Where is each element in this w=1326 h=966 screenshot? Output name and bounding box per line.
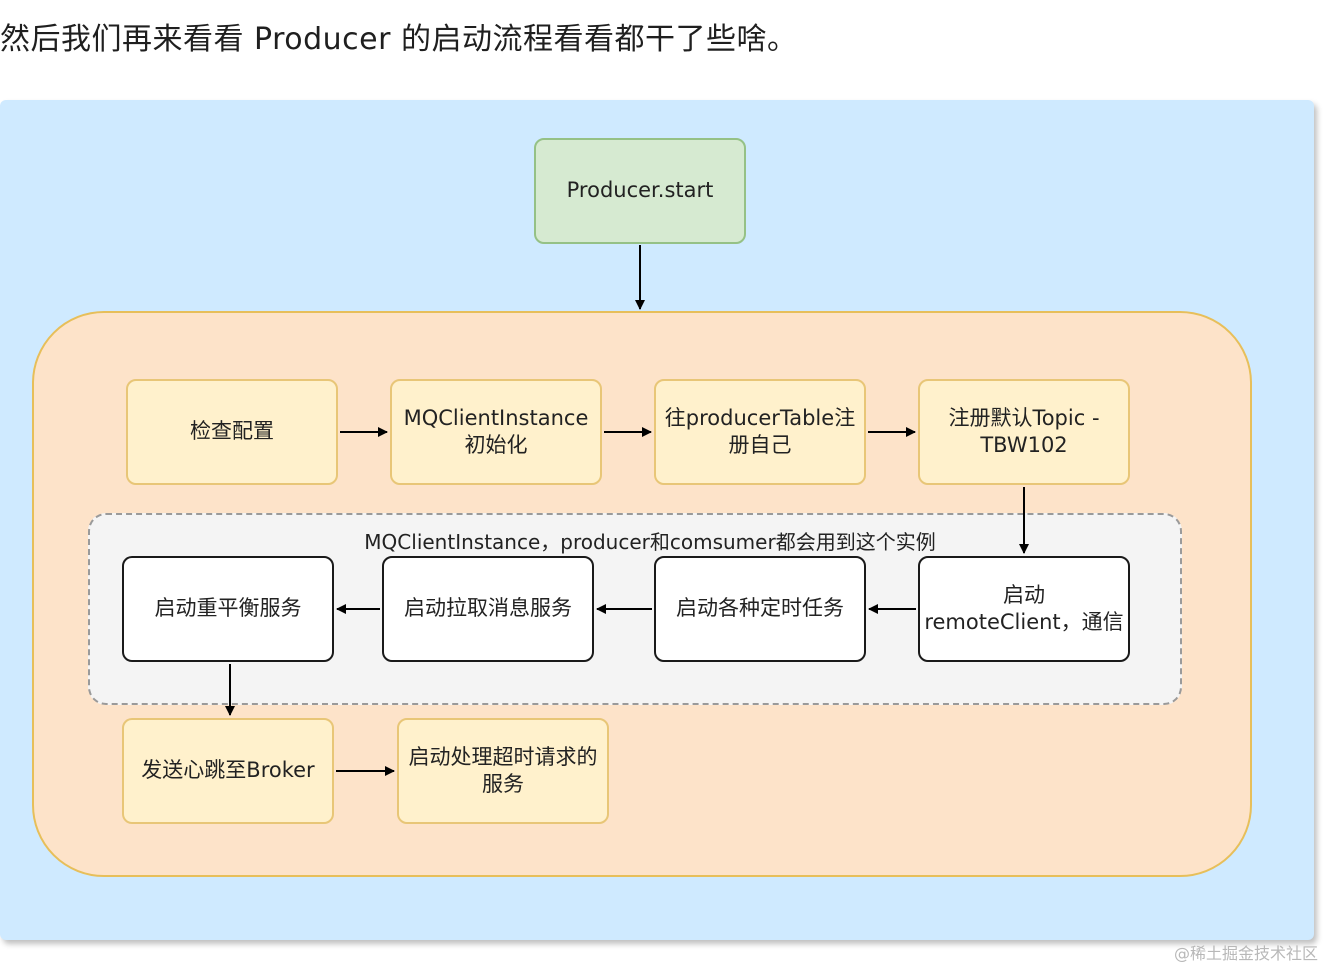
node-mqclient-init: MQClientInstance 初始化 [390,379,602,485]
node-start-rebalance: 启动重平衡服务 [122,556,334,662]
node-start-timers: 启动各种定时任务 [654,556,866,662]
intro-text: 然后我们再来看看 Producer 的启动流程看看都干了些啥。 [0,22,798,57]
watermark: @稀土掘金技术社区 [1173,944,1318,963]
node-register-producer: 往producerTable注册自己 [654,379,866,485]
node-timeout-service: 启动处理超时请求的服务 [397,718,609,824]
shared-instance-label: MQClientInstance，producer和comsumer都会用到这个… [364,530,936,554]
node-check-config: 检查配置 [126,379,338,485]
node-start-remote-client: 启动 remoteClient，通信 [918,556,1130,662]
node-heartbeat: 发送心跳至Broker [122,718,334,824]
node-start-pull-service: 启动拉取消息服务 [382,556,594,662]
node-register-topic: 注册默认Topic - TBW102 [918,379,1130,485]
node-producer-start: Producer.start [534,138,746,244]
